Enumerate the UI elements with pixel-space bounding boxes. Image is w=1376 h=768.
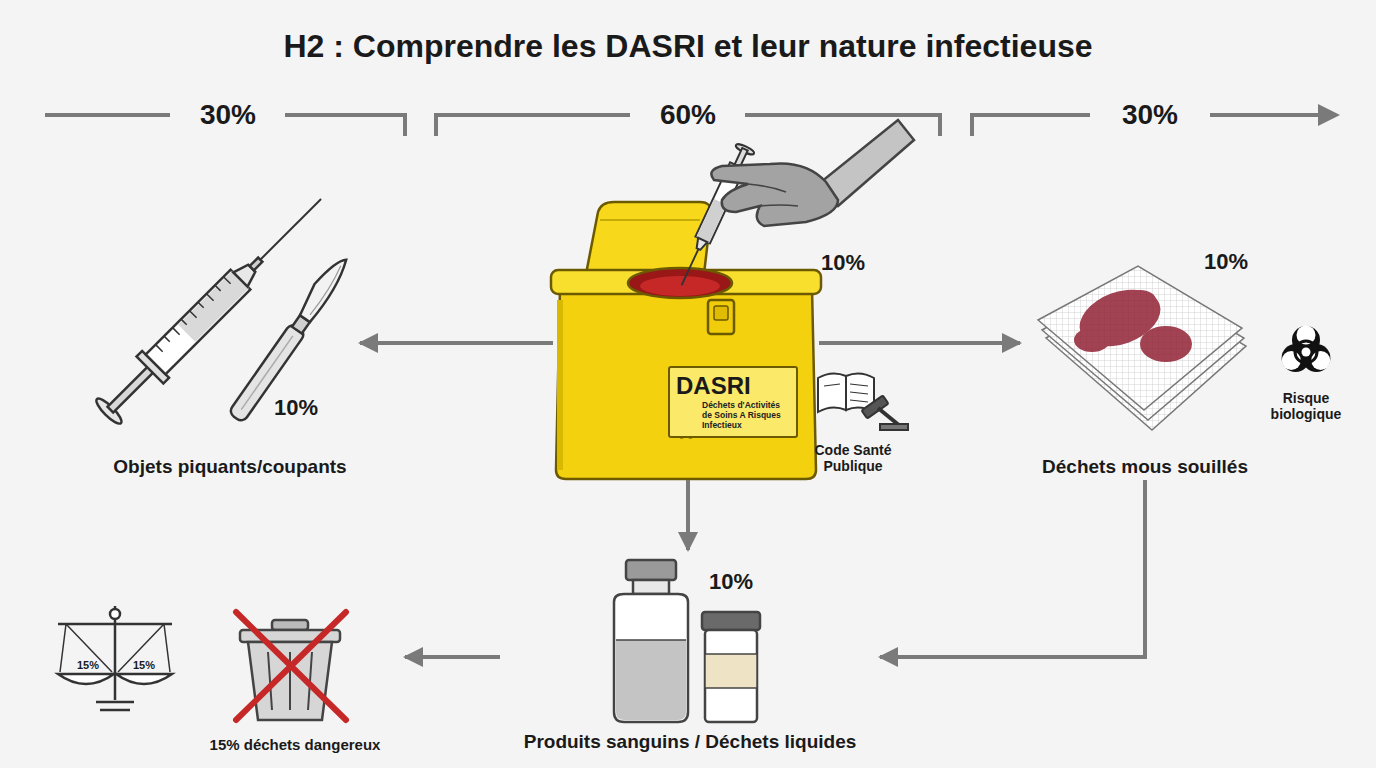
crossed-bin-icon bbox=[236, 612, 346, 720]
percent-label: 10% bbox=[274, 395, 318, 420]
flow-arrow bbox=[819, 341, 1020, 345]
scales-icon-part bbox=[116, 674, 172, 684]
percent-label: 30% bbox=[192, 99, 264, 131]
scales-icon-part bbox=[110, 609, 120, 619]
flow-arrow bbox=[686, 480, 690, 550]
flow-arrow bbox=[880, 480, 1145, 657]
crossed-bin-icon-part-part bbox=[248, 642, 332, 720]
category-caption: 15% déchets dangereux bbox=[210, 736, 381, 755]
dasri-container-part bbox=[556, 288, 816, 479]
top-bracket-part bbox=[745, 115, 940, 136]
percent-label: 10% bbox=[709, 569, 753, 594]
gloved-hand-part bbox=[711, 163, 838, 226]
category-caption: Objets piquants/coupants bbox=[113, 456, 346, 480]
law-book-icon-part bbox=[824, 384, 868, 402]
syringe-illustration bbox=[92, 185, 335, 428]
dasri-container-box: DASRI Déchets d'Activités de Soins A Risq… bbox=[553, 270, 819, 480]
percent-label: 30% bbox=[1114, 99, 1186, 131]
top-bracket-part bbox=[45, 113, 170, 117]
scalpel-illustration-part bbox=[308, 266, 344, 316]
scales-icon-part bbox=[60, 624, 170, 672]
gauze-illustration-part-part bbox=[1074, 328, 1110, 352]
container-subtitle: Déchets d'Activités de Soins A Risques I… bbox=[702, 401, 790, 430]
law-book-icon-part bbox=[818, 373, 846, 412]
percent-label: 10% bbox=[1204, 249, 1248, 274]
scale-percent: 15% bbox=[77, 659, 99, 672]
vials-illustration-part bbox=[705, 630, 757, 722]
dasri-container-part bbox=[557, 300, 563, 470]
gauze-illustration-part-part bbox=[1140, 326, 1192, 362]
syringe-illustration-part bbox=[146, 270, 251, 375]
vials-illustration-part bbox=[633, 580, 669, 594]
category-caption: Déchets mous souillés bbox=[1042, 456, 1248, 480]
biohazard-symbol bbox=[1282, 326, 1331, 373]
top-bracket-part bbox=[1210, 113, 1322, 117]
law-book-icon bbox=[818, 373, 908, 430]
biohazard-symbol-part bbox=[1282, 326, 1331, 373]
scales-icon bbox=[58, 606, 172, 710]
dasri-container-part bbox=[600, 219, 700, 221]
law-caption: Code Santé Publique bbox=[805, 442, 901, 474]
diagram-title: H2 : Comprendre les DASRI et leur nature… bbox=[0, 28, 1376, 65]
sharps-group: Objets piquants/coupants bbox=[100, 180, 360, 480]
vials-illustration bbox=[614, 560, 760, 722]
scales-icon-part bbox=[58, 674, 114, 684]
crossed-bin-icon-part-part bbox=[272, 620, 308, 630]
dasri-container bbox=[551, 202, 821, 479]
syringe-illustration-part-part bbox=[156, 277, 231, 352]
dasri-container-part bbox=[628, 268, 732, 298]
gauze-illustration-part-part bbox=[1124, 290, 1156, 310]
vials-illustration-part bbox=[626, 560, 676, 580]
syringe-illustration-part bbox=[694, 238, 707, 251]
vials-illustration-part bbox=[702, 612, 760, 630]
top-bracket-part bbox=[285, 115, 405, 136]
hazard-caption: Risque biologique bbox=[1261, 390, 1351, 422]
scales-icon-part bbox=[58, 623, 172, 626]
bracket-arrowhead bbox=[1318, 104, 1340, 126]
liquid-waste-group: Produits sanguins / Déchets liquides bbox=[500, 550, 880, 755]
gauze-illustration-part bbox=[1072, 279, 1192, 362]
percent-label: 10% bbox=[821, 250, 865, 275]
container-label-panel: DASRI Déchets d'Activités de Soins A Risq… bbox=[668, 366, 798, 438]
scalpel-illustration-part bbox=[295, 253, 352, 323]
vials-illustration-part bbox=[705, 654, 757, 688]
syringe-illustration-part bbox=[156, 277, 231, 352]
flow-arrow bbox=[360, 341, 553, 345]
law-book-icon-part bbox=[880, 424, 908, 430]
syringe-illustration-part bbox=[682, 249, 699, 285]
gloved-hand bbox=[711, 120, 914, 226]
gloved-hand-part bbox=[748, 184, 798, 206]
dasri-container-part bbox=[714, 306, 728, 320]
flow-arrow bbox=[405, 655, 500, 659]
crossed-bin-icon-part bbox=[236, 612, 346, 720]
scale-percent: 15% bbox=[133, 659, 155, 672]
vials-illustration-part bbox=[616, 639, 686, 641]
vials-illustration-part bbox=[614, 594, 688, 722]
top-bracket-part bbox=[972, 115, 1090, 136]
container-title: DASRI bbox=[676, 373, 790, 398]
gauze-illustration bbox=[1038, 266, 1246, 430]
scalpel-illustration bbox=[226, 253, 354, 423]
syringe-illustration-part bbox=[178, 271, 249, 342]
scales-icon-part bbox=[96, 606, 134, 710]
percent-label: 60% bbox=[652, 99, 724, 131]
gauze-illustration-part bbox=[1038, 266, 1242, 410]
vials-illustration-part bbox=[616, 640, 686, 720]
dasri-container-part bbox=[708, 300, 734, 334]
top-bracket-part bbox=[436, 115, 630, 136]
category-caption: Produits sanguins / Déchets liquides bbox=[524, 731, 857, 755]
syringe-illustration-part bbox=[260, 199, 321, 260]
dasri-container-part bbox=[640, 276, 720, 296]
hazard-waste-group: 15% déchets dangereux bbox=[185, 600, 405, 755]
